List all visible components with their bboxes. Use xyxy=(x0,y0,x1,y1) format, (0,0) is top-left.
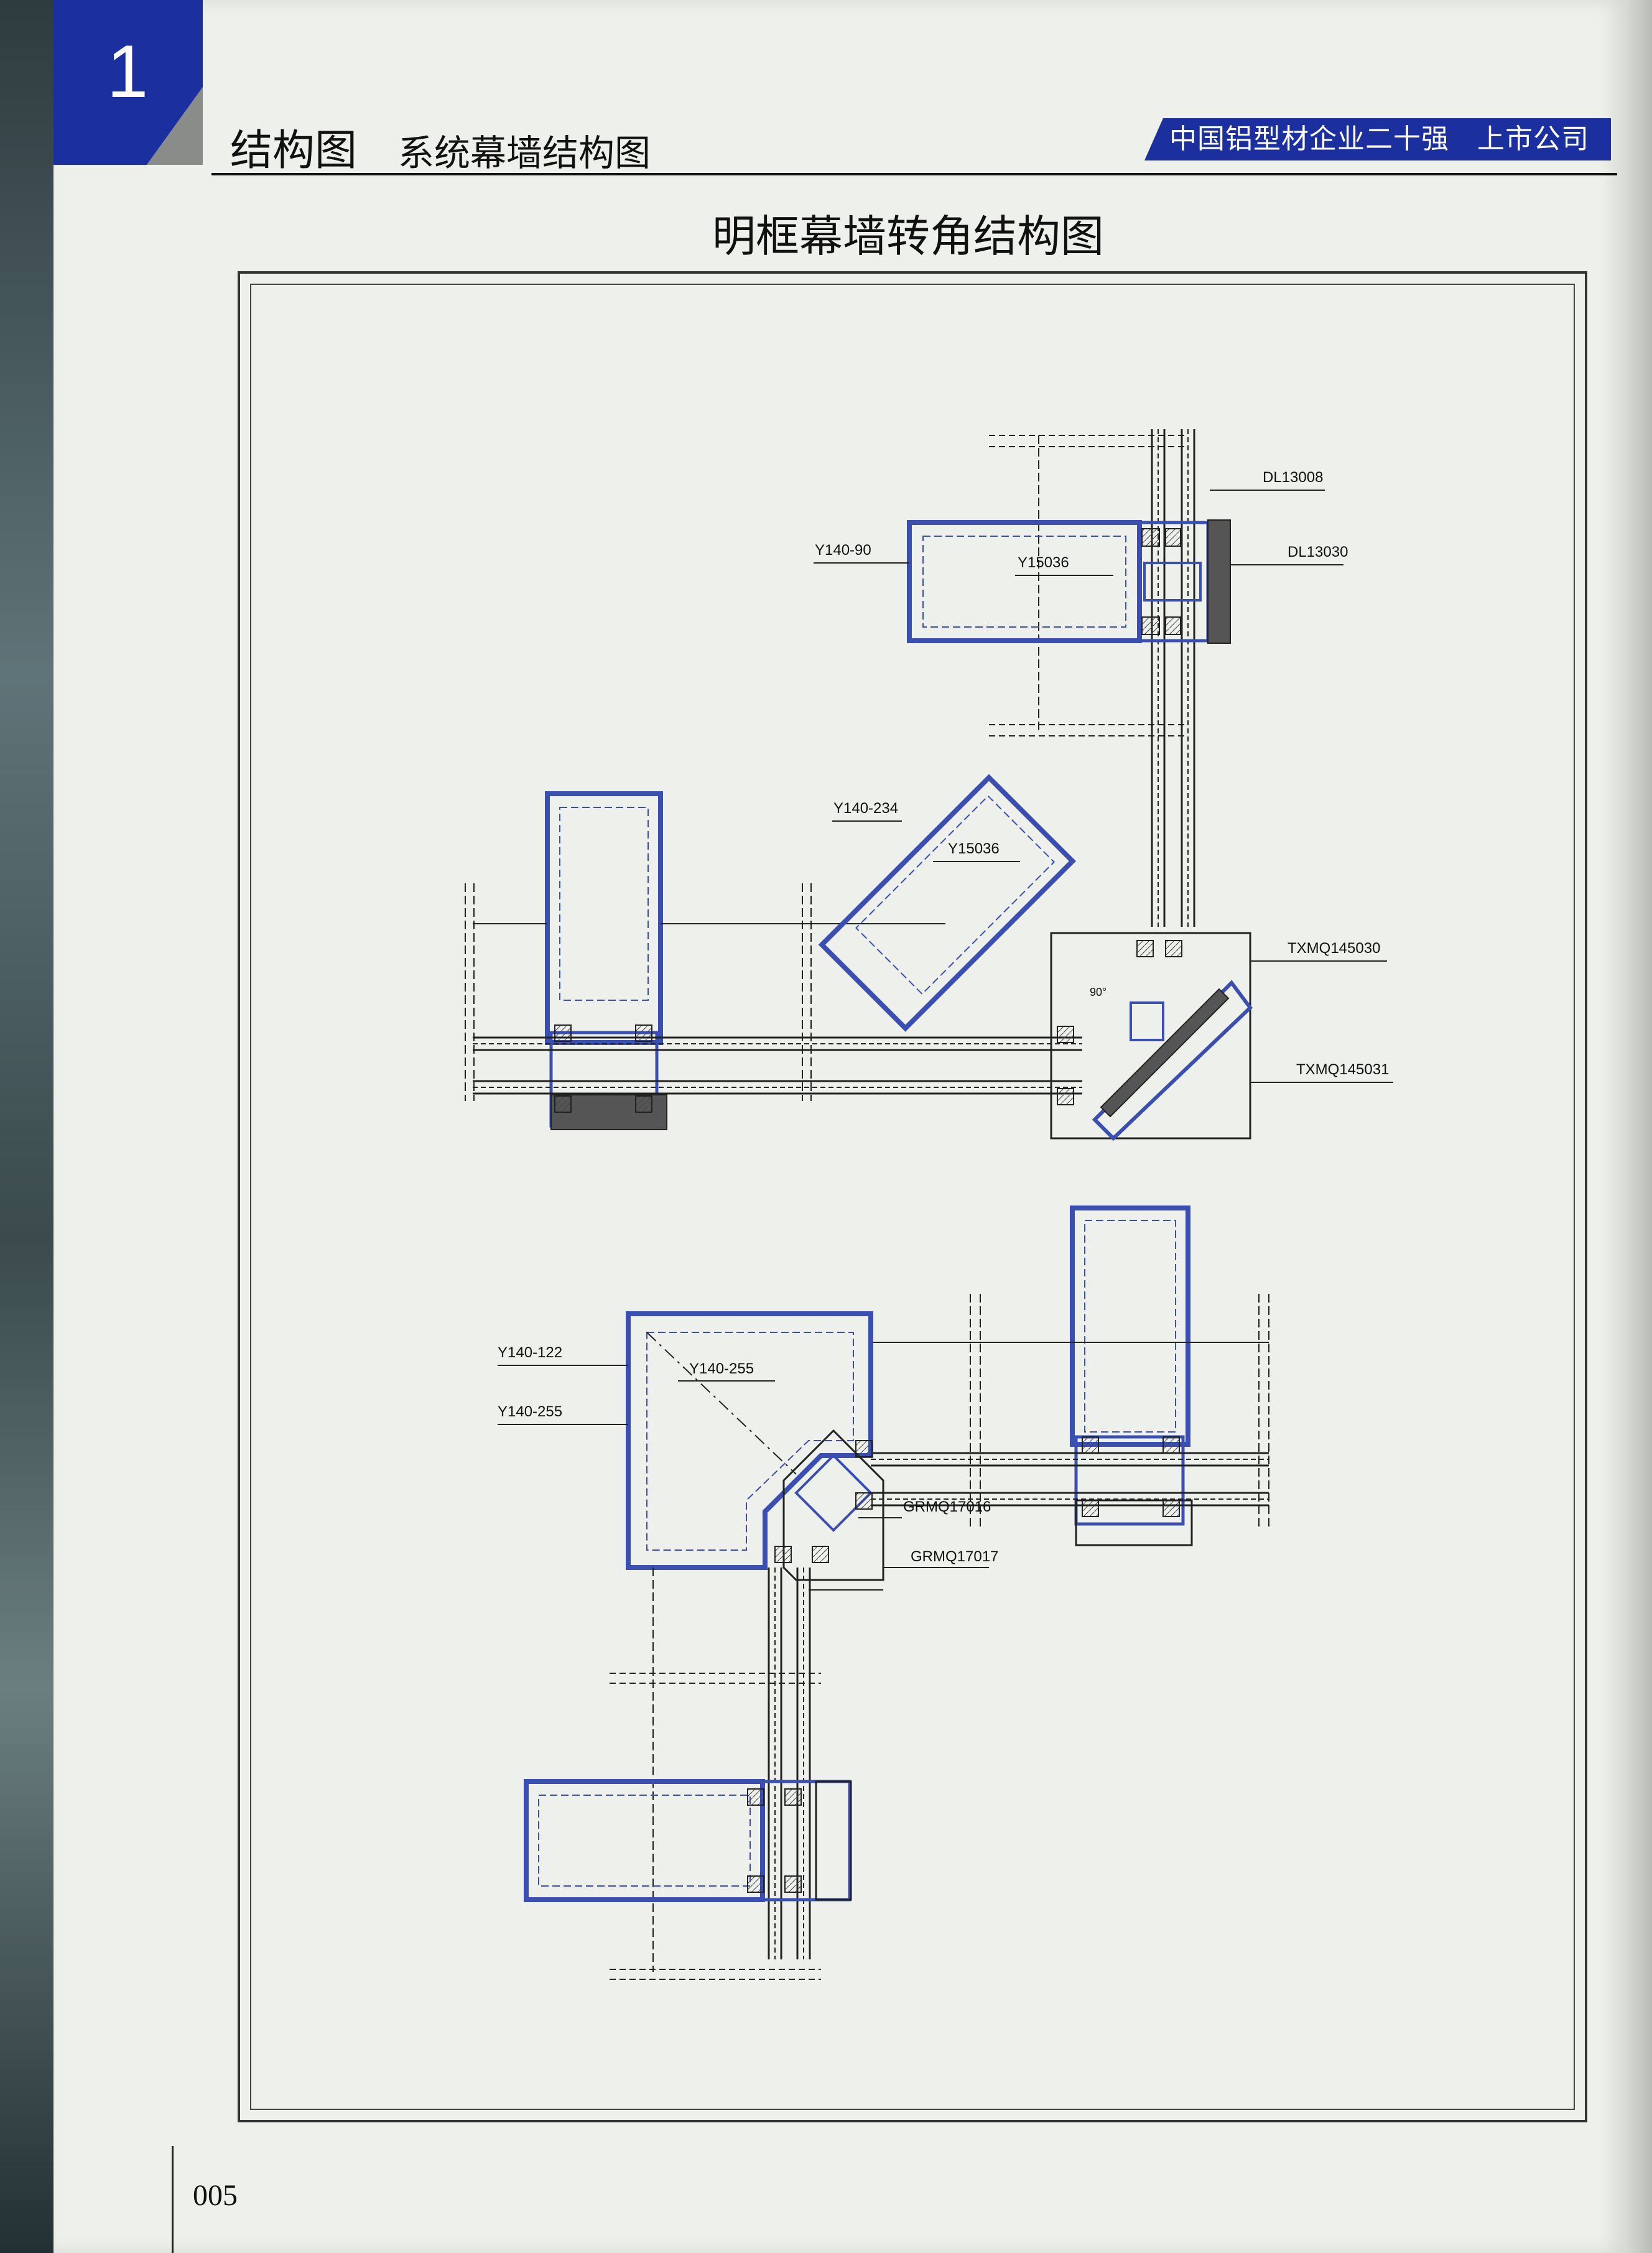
page-sheet xyxy=(53,0,1627,2253)
label-grmq17017: GRMQ17017 xyxy=(911,1548,999,1565)
label-y15036-top: Y15036 xyxy=(1018,554,1069,571)
banner-parallelogram xyxy=(1144,118,1611,160)
label-y140-234: Y140-234 xyxy=(833,800,899,817)
label-y140-255-inner: Y140-255 xyxy=(689,1360,754,1377)
label-y140-122: Y140-122 xyxy=(498,1344,563,1361)
page-number: 005 xyxy=(193,2179,238,2212)
page-edge xyxy=(1627,0,1652,2253)
background-strip xyxy=(0,0,60,2253)
header-rule xyxy=(211,173,1617,175)
footer-rule xyxy=(172,2146,174,2253)
label-grmq17016: GRMQ17016 xyxy=(903,1498,991,1515)
header-subtitle: 系统幕墙结构图 xyxy=(398,132,651,174)
header-title: 结构图 xyxy=(230,126,358,175)
chapter-number: 1 xyxy=(106,30,149,113)
middle-detail xyxy=(465,774,1393,1141)
label-txmq145031: TXMQ145031 xyxy=(1296,1061,1390,1078)
bottom-detail xyxy=(498,1205,1269,1980)
drawing-frame-outer xyxy=(238,271,1587,2122)
drawing-frame-inner xyxy=(250,284,1575,2110)
chapter-tab-shape xyxy=(53,0,203,165)
label-dl13030: DL13030 xyxy=(1288,544,1348,560)
label-y15036-mid: Y15036 xyxy=(948,840,1000,857)
label-y140-255-left: Y140-255 xyxy=(498,1403,563,1420)
label-dl13008: DL13008 xyxy=(1263,469,1324,486)
page-title: 明框幕墙转角结构图 xyxy=(712,211,1104,262)
label-y140-90: Y140-90 xyxy=(815,542,871,559)
label-angle: 90° xyxy=(1090,986,1107,998)
company-banner-text: 中国铝型材企业二十强 上市公司 xyxy=(1169,123,1589,155)
label-txmq145030: TXMQ145030 xyxy=(1288,940,1381,957)
top-detail xyxy=(814,429,1343,927)
